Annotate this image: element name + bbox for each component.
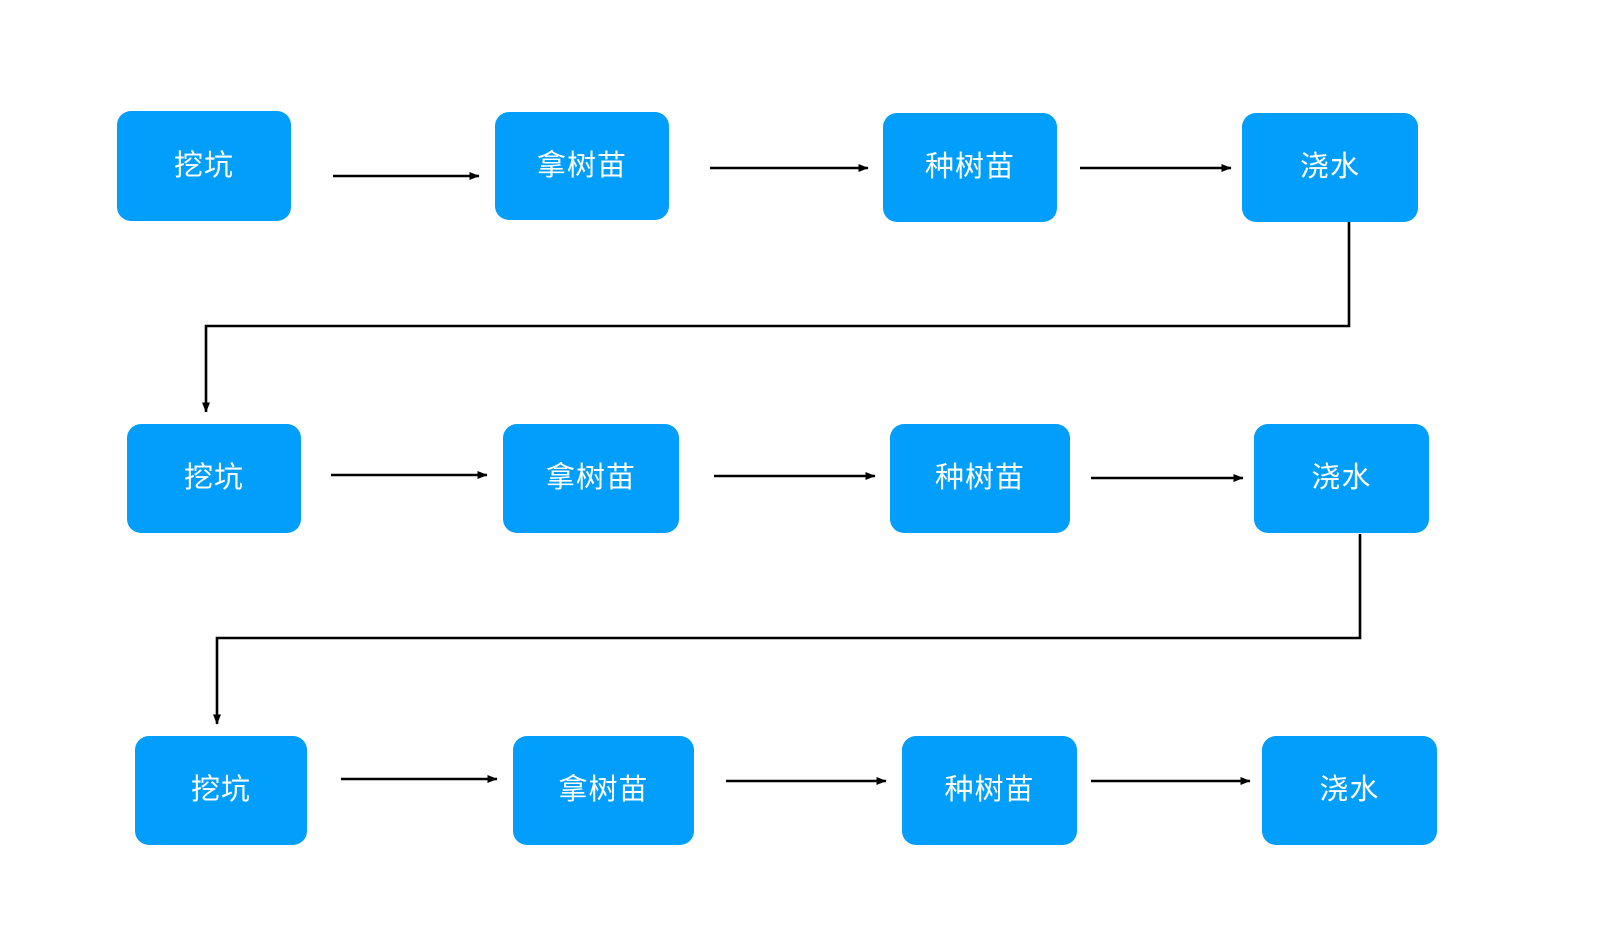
node-label: 拿树苗 — [558, 774, 649, 806]
arrow-wrap-row1-to-row2 — [202, 222, 1351, 413]
node-label: 浇水 — [1299, 151, 1360, 183]
node-label: 拿树苗 — [545, 462, 636, 494]
node-row1-water[interactable]: 浇水 — [1242, 113, 1418, 222]
node-label: 种树苗 — [934, 462, 1025, 494]
node-row2-water[interactable]: 浇水 — [1254, 424, 1429, 533]
node-label: 浇水 — [1311, 462, 1372, 494]
node-row3-take-sapling[interactable]: 拿树苗 — [513, 736, 694, 845]
node-label: 种树苗 — [944, 774, 1035, 806]
node-row1-plant-sapling[interactable]: 种树苗 — [883, 113, 1057, 222]
node-row3-plant-sapling[interactable]: 种树苗 — [902, 736, 1077, 845]
node-label: 种树苗 — [924, 151, 1015, 183]
node-label: 挖坑 — [190, 774, 251, 806]
node-row2-dig-pit[interactable]: 挖坑 — [127, 424, 301, 533]
node-row3-water[interactable]: 浇水 — [1262, 736, 1437, 845]
node-label: 挖坑 — [183, 462, 244, 494]
node-label: 挖坑 — [173, 149, 234, 182]
node-row1-take-sapling[interactable]: 拿树苗 — [495, 112, 669, 220]
node-row2-take-sapling[interactable]: 拿树苗 — [503, 424, 679, 533]
node-row1-dig-pit[interactable]: 挖坑 — [117, 111, 291, 221]
node-row3-dig-pit[interactable]: 挖坑 — [135, 736, 307, 845]
node-label: 拿树苗 — [536, 149, 627, 182]
arrow-wrap-row2-to-row3 — [213, 534, 1362, 725]
node-row2-plant-sapling[interactable]: 种树苗 — [890, 424, 1070, 533]
node-label: 浇水 — [1319, 774, 1380, 806]
